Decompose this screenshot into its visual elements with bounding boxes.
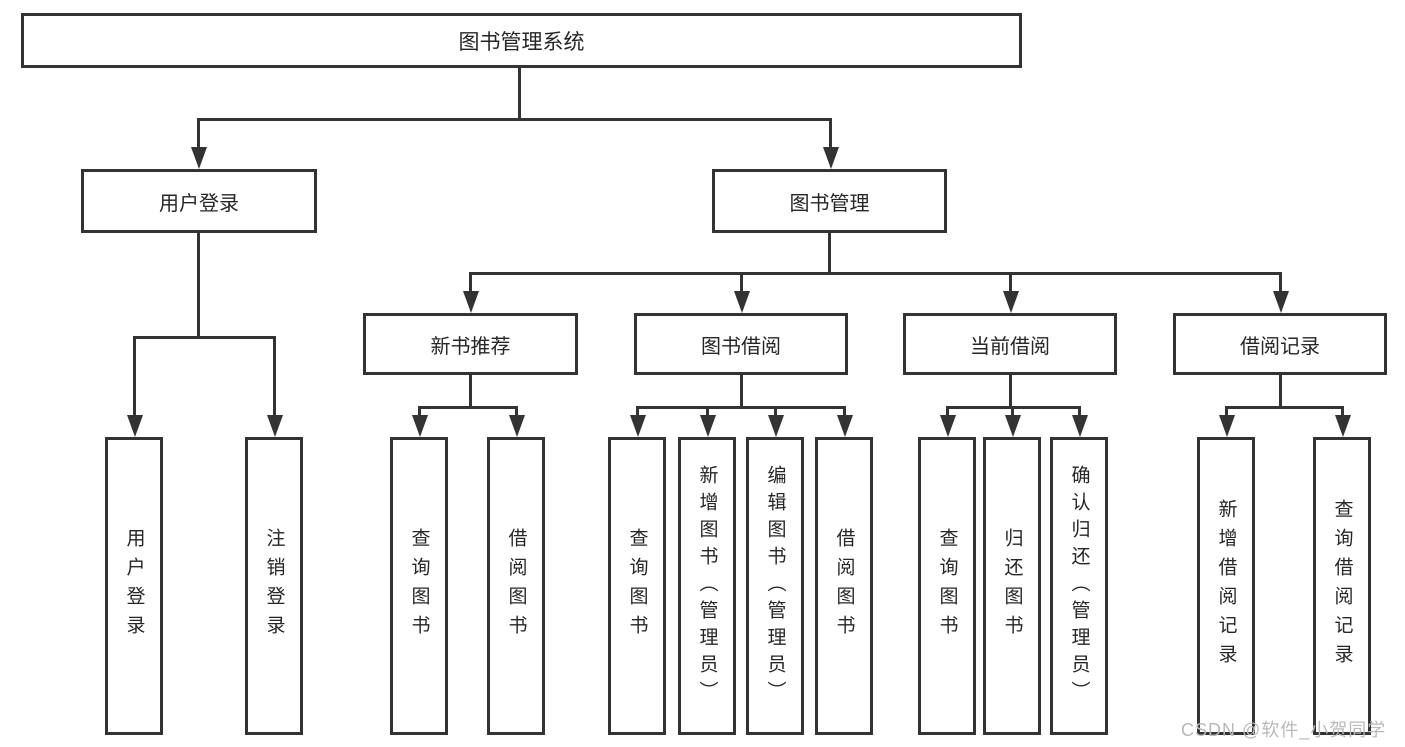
arrow-down-icon [463, 291, 479, 313]
connector-book-trunk [828, 233, 831, 272]
arrow-down-icon [412, 415, 428, 437]
leaf-borrow-books-recommend: 借阅图书 [487, 437, 545, 735]
connector-book-to-current-stem [1009, 272, 1012, 291]
leaf-query-books-borrowing: 查询图书 [608, 437, 666, 735]
leaf-confirm-return-admin: 确认归还（管理员） [1050, 437, 1108, 735]
leaf-user-login-label: 用户登录 [123, 528, 145, 644]
node-current-borrowing-label: 当前借阅 [970, 335, 1050, 358]
arrow-down-icon [1003, 291, 1019, 313]
connector-recommend-leaf2-stem [515, 406, 518, 415]
node-root-label: 图书管理系统 [458, 30, 585, 54]
leaf-add-borrow-record-label: 新增借阅记录 [1215, 499, 1237, 673]
node-book-borrowing-label: 图书借阅 [701, 335, 781, 358]
leaf-query-books-current-label: 查询图书 [936, 528, 958, 644]
connector-borrowing-trunk [740, 375, 743, 406]
arrow-down-icon [837, 415, 853, 437]
leaf-edit-books-admin: 编辑图书（管理员） [746, 437, 804, 735]
arrow-down-icon [127, 415, 143, 437]
connector-book-to-records-stem [1279, 272, 1282, 291]
arrow-down-icon [823, 147, 839, 169]
connector-recommend-split [418, 406, 518, 409]
connector-records-leaf1-stem [1225, 406, 1228, 415]
arrow-down-icon [768, 415, 784, 437]
connector-borrowing-leaf1-stem [636, 406, 639, 415]
leaf-query-borrow-record-label: 查询借阅记录 [1331, 499, 1353, 673]
arrow-down-icon [940, 415, 956, 437]
arrow-down-icon [700, 415, 716, 437]
watermark: CSDN @软件_小贺同学 [1181, 720, 1387, 740]
arrow-down-icon [1335, 415, 1351, 437]
node-root: 图书管理系统 [21, 13, 1022, 68]
connector-root-to-book-stem [829, 118, 832, 147]
connector-user-trunk [197, 233, 200, 336]
leaf-confirm-return-admin-label: 确认归还（管理员） [1068, 464, 1090, 708]
connector-current-trunk [1009, 375, 1012, 406]
leaf-query-books-borrowing-label: 查询图书 [626, 528, 648, 644]
connector-recommend-trunk [469, 375, 472, 406]
connector-current-leaf1-stem [946, 406, 949, 415]
node-book-borrowing: 图书借阅 [634, 313, 848, 375]
leaf-query-books-recommend-label: 查询图书 [408, 528, 430, 644]
leaf-borrow-books-recommend-label: 借阅图书 [505, 528, 527, 644]
arrow-down-icon [630, 415, 646, 437]
arrow-down-icon [734, 291, 750, 313]
connector-book-split [469, 272, 1282, 275]
connector-recommend-leaf1-stem [418, 406, 421, 415]
leaf-add-books-admin: 新增图书（管理员） [678, 437, 736, 735]
leaf-logout: 注销登录 [245, 437, 303, 735]
connector-book-to-recommend-stem [469, 272, 472, 291]
leaf-borrow-books-borrowing-label: 借阅图书 [833, 528, 855, 644]
connector-records-trunk [1279, 375, 1282, 406]
arrow-down-icon [1005, 415, 1021, 437]
node-book-management: 图书管理 [712, 169, 947, 233]
connector-borrowing-leaf3-stem [774, 406, 777, 415]
connector-records-leaf2-stem [1341, 406, 1344, 415]
node-borrowing-records-label: 借阅记录 [1240, 335, 1320, 358]
connector-current-leaf2-stem [1011, 406, 1014, 415]
arrow-down-icon [1273, 291, 1289, 313]
arrow-down-icon [509, 415, 525, 437]
connector-root-trunk [518, 68, 521, 118]
leaf-user-login: 用户登录 [105, 437, 163, 735]
connector-current-leaf3-stem [1078, 406, 1081, 415]
connector-records-split [1225, 406, 1344, 409]
leaf-add-books-admin-label: 新增图书（管理员） [696, 464, 718, 708]
arrow-down-icon [1219, 415, 1235, 437]
node-new-book-recommend: 新书推荐 [363, 313, 578, 375]
node-new-book-recommend-label: 新书推荐 [430, 335, 511, 358]
connector-user-leaf1-stem [133, 336, 136, 415]
leaf-edit-books-admin-label: 编辑图书（管理员） [764, 464, 786, 708]
connector-book-to-borrowing-stem [740, 272, 743, 291]
leaf-return-books-label: 归还图书 [1001, 528, 1023, 644]
leaf-borrow-books-borrowing: 借阅图书 [815, 437, 873, 735]
leaf-return-books: 归还图书 [983, 437, 1041, 735]
connector-borrowing-leaf4-stem [843, 406, 846, 415]
leaf-query-books-recommend: 查询图书 [390, 437, 448, 735]
connector-borrowing-split [636, 406, 846, 409]
arrow-down-icon [1072, 415, 1088, 437]
connector-borrowing-leaf2-stem [706, 406, 709, 415]
leaf-query-borrow-record: 查询借阅记录 [1313, 437, 1371, 735]
node-book-management-label: 图书管理 [789, 192, 870, 215]
connector-root-to-user-stem [197, 118, 200, 147]
node-user-login: 用户登录 [81, 169, 317, 233]
connector-root-split [197, 118, 832, 121]
leaf-query-books-current: 查询图书 [918, 437, 976, 735]
leaf-logout-label: 注销登录 [263, 528, 285, 644]
node-user-login-label: 用户登录 [159, 192, 239, 215]
node-borrowing-records: 借阅记录 [1173, 313, 1387, 375]
connector-user-leaf2-stem [273, 336, 276, 415]
node-current-borrowing: 当前借阅 [903, 313, 1117, 375]
connector-user-split [133, 336, 276, 339]
arrow-down-icon [191, 147, 207, 169]
arrow-down-icon [267, 415, 283, 437]
leaf-add-borrow-record: 新增借阅记录 [1197, 437, 1255, 735]
